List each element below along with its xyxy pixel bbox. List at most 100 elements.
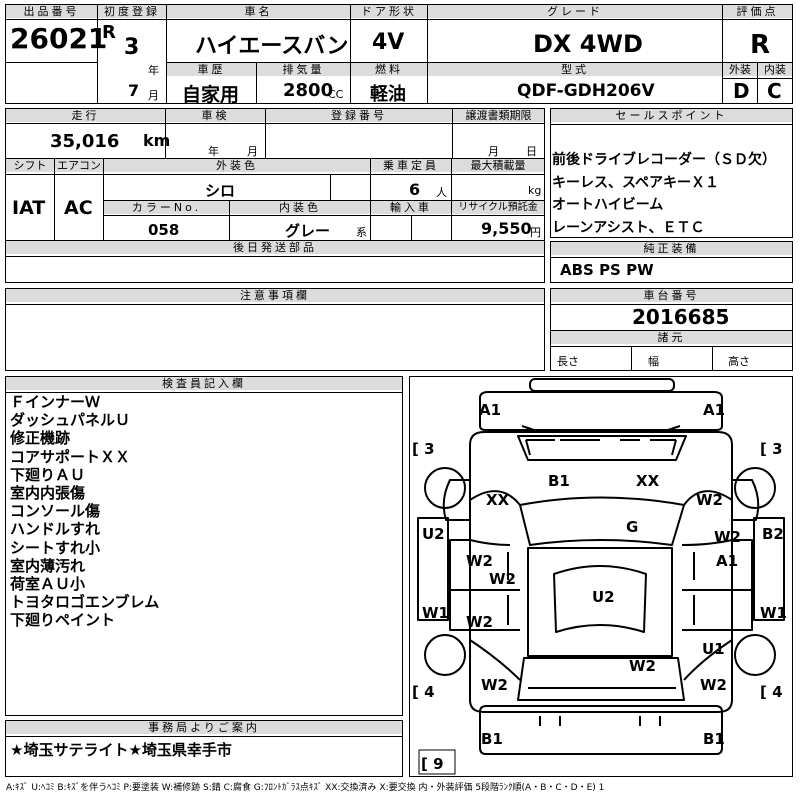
mark-bracket-4-left: [ 4 (412, 683, 435, 701)
mark-bracket-3-left: [ 3 (412, 440, 435, 458)
wheel-front-left (424, 467, 466, 509)
displacement-unit: CC (328, 88, 344, 101)
capacity-label: 乗車定員 (371, 159, 451, 172)
transfer-month-unit: 月 (488, 145, 499, 158)
import-label: 輸入車 (371, 201, 451, 214)
fuel: 軽油 (370, 84, 406, 105)
mark-w1-right: W1 (760, 604, 787, 622)
mark-b1-hood: B1 (548, 472, 570, 490)
era: R (102, 22, 116, 43)
mark-u2-roof: U2 (592, 588, 615, 606)
inspector-note: 下廻りＡＵ (10, 465, 86, 484)
chassis-number: 2016685 (632, 305, 730, 329)
grade: DX 4WD (533, 30, 643, 58)
mark-w2-right-door: W2 (714, 528, 741, 546)
inspection-label: 車検 (166, 109, 265, 122)
first-reg-label: 初度登録 (98, 5, 166, 18)
mark-a1-front-left: A1 (479, 401, 502, 419)
inspector-note: 修正機跡 (10, 429, 71, 448)
office-message: ★埼玉サテライト★埼玉県幸手市 (10, 741, 232, 759)
wheel-rear-right (734, 634, 776, 676)
color-no-label: カラーNo. (104, 201, 229, 214)
mark-w2-left-door-1: W2 (466, 552, 493, 570)
door-type: 4V (372, 30, 405, 55)
mark-u1-right: U1 (702, 640, 725, 658)
reg-month: 7 (128, 81, 140, 100)
mileage-unit: km (143, 131, 171, 150)
mark-w2-left-quarter: W2 (481, 676, 508, 694)
mileage: 35,016 (50, 131, 120, 152)
mark-w1-left: W1 (422, 604, 449, 622)
specs-label: 諸元 (551, 331, 792, 344)
displacement: 2800 (283, 80, 334, 101)
mark-g-glass: G (626, 518, 639, 536)
car-name: ハイエースバン (195, 34, 349, 59)
mark-xx-hood: XX (636, 472, 660, 490)
history: 自家用 (182, 84, 240, 106)
lot-number: 26021 (10, 22, 108, 55)
office-label: 事務局よりご案内 (6, 721, 402, 734)
color-no: 058 (148, 221, 180, 239)
mark-w2-left-door-2: W2 (489, 570, 516, 588)
ac-label: エアコン (55, 159, 103, 172)
score: R (750, 30, 771, 60)
chassis-label: 車台番号 (551, 289, 792, 302)
wheel-front-right (734, 467, 776, 509)
sales-points-label: セールスポイント (551, 109, 792, 122)
grade-label: グレード (428, 5, 722, 18)
inspector-note: シートすれ小 (10, 538, 101, 557)
inspector-label: 検査員記入欄 (6, 377, 402, 390)
mark-b1-rear-left: B1 (481, 730, 503, 748)
exterior-label: 外装 (723, 63, 757, 76)
mark-bracket-4-right: [ 4 (760, 683, 783, 701)
roof (527, 547, 673, 657)
door-label: ドア形状 (351, 5, 427, 18)
inspector-note: コンソール傷 (10, 502, 101, 521)
ac: AC (64, 197, 93, 219)
damage-diagram-box (409, 376, 793, 777)
model: QDF-GDH206V (517, 81, 655, 101)
int-color-unit: 系 (356, 226, 367, 239)
displacement-label: 排気量 (257, 63, 350, 76)
car-name-label: 車名 (167, 5, 350, 18)
inspector-note: ダッシュパネルＵ (10, 411, 131, 430)
recycle: 9,550 (481, 219, 532, 238)
mark-a1-right-door: A1 (716, 552, 739, 570)
model-label: 型式 (428, 63, 722, 76)
mark-w2-right-front: W2 (696, 491, 723, 509)
month-unit: 月 (148, 89, 159, 102)
mark-u2-left: U2 (422, 525, 445, 543)
int-color-label: 内装色 (230, 201, 370, 214)
width-label: 幅 (648, 355, 659, 368)
fuel-label: 燃料 (351, 63, 427, 76)
top-header-box (5, 4, 793, 104)
reg-no-label: 登録番号 (266, 109, 452, 122)
height-label: 高さ (728, 355, 750, 368)
sales-point-item: キーレス、スペアキーＸ１ (552, 174, 720, 191)
inspector-note: トヨタロゴエンブレム (10, 593, 160, 612)
mark-bracket-3-right: [ 3 (760, 440, 783, 458)
reg-year: 3 (124, 35, 140, 60)
capacity-unit: 人 (436, 186, 447, 199)
year-unit: 年 (148, 64, 159, 77)
inspector-note: ハンドルすれ (10, 520, 101, 539)
sales-point-item: 前後ドライブレコーダー（ＳＤ欠） (552, 152, 776, 168)
front-bumper-body (479, 391, 723, 431)
transfer-day-unit: 日 (526, 145, 537, 158)
shift: IAT (12, 197, 46, 219)
exterior-score: D (733, 79, 750, 103)
ext-color-label: 外装色 (104, 159, 370, 172)
mark-w2-left-rear: W2 (466, 613, 493, 631)
later-parts-label: 後日発送部品 (6, 241, 544, 254)
mark-bracket-9: [ 9 (421, 755, 444, 773)
interior-label: 内装 (758, 63, 792, 76)
sales-points-box (550, 108, 793, 238)
inspector-note: コアサポートＸＸ (10, 447, 131, 466)
sales-point-item: オートハイビーム (552, 197, 664, 213)
shift-label: シフト (6, 159, 54, 172)
load-label: 最大積載量 (452, 159, 544, 172)
rear-bumper (479, 705, 723, 755)
interior-score: C (767, 79, 782, 103)
mark-w2-right-quarter: W2 (700, 676, 727, 694)
windshield (519, 496, 685, 546)
